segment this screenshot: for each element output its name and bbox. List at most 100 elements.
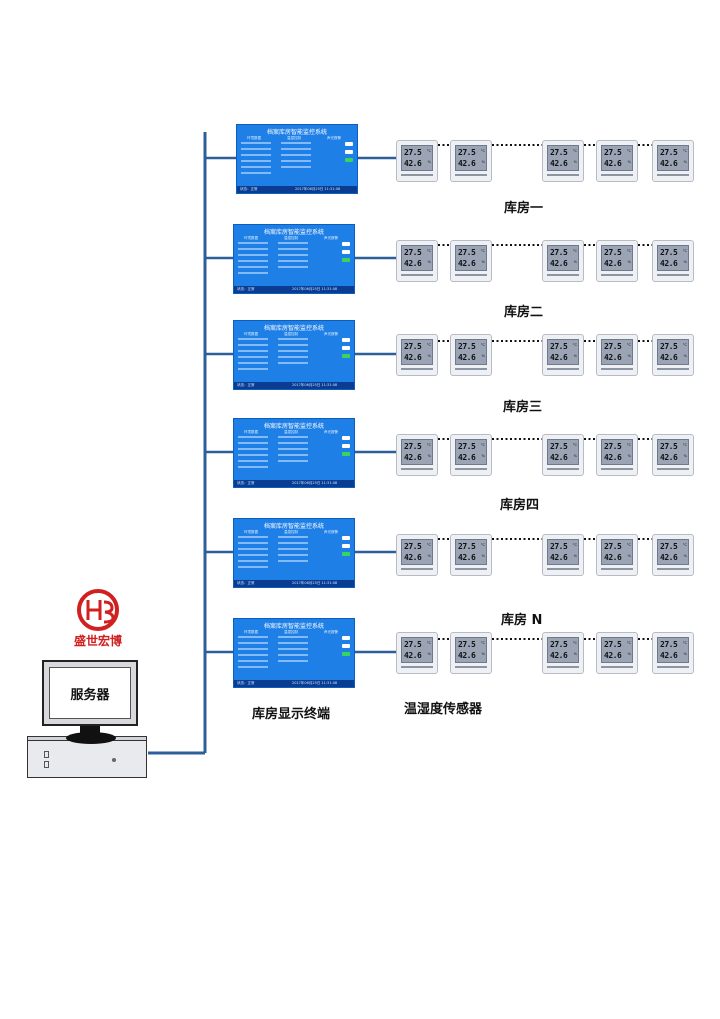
sensor-temp-value: 27.5 [458, 640, 476, 649]
sensor-temp-unit: °C [626, 443, 631, 447]
sensor-humi-unit: % [683, 260, 687, 264]
sensor-temp-unit: °C [682, 543, 687, 547]
alarm-indicator [342, 644, 350, 648]
sensor-humi-unit: % [573, 554, 577, 558]
sensor-humi-value: 42.6 [550, 453, 568, 462]
terminals-caption: 库房显示终端 [252, 707, 331, 722]
sensor-temp-unit: °C [426, 149, 431, 153]
storage-room-label: 库房四 [500, 498, 540, 513]
sensor-temp-unit: °C [480, 443, 485, 447]
sensor-humi-value: 42.6 [604, 651, 622, 660]
terminal-temp-rows [278, 338, 308, 368]
terminal-col-env: 环境数据 [244, 630, 258, 634]
sensor-humi-value: 42.6 [550, 651, 568, 660]
alarm-indicator [342, 346, 350, 350]
sensor-humi-unit: % [627, 652, 631, 656]
sensor-temp-value: 27.5 [458, 542, 476, 551]
sensor-temp-value: 27.5 [660, 542, 678, 551]
terminal-col-alarm: 声光报警 [324, 630, 338, 634]
sensor-temp-value: 27.5 [660, 442, 678, 451]
sensor-humi-value: 42.6 [550, 259, 568, 268]
terminal-col-temp: 温湿控制 [284, 430, 298, 434]
sensor-temp-value: 27.5 [550, 148, 568, 157]
sensor-humi-unit: % [627, 454, 631, 458]
sensor-humi-unit: % [427, 260, 431, 264]
sensor-humi-value: 42.6 [404, 651, 422, 660]
terminal-col-alarm: 声光报警 [324, 530, 338, 534]
sensor-temp-value: 27.5 [404, 640, 422, 649]
terminal-temp-rows [278, 436, 308, 466]
sensor-humi-unit: % [627, 260, 631, 264]
sensor-temp-unit: °C [572, 543, 577, 547]
terminal-col-env: 环境数据 [244, 332, 258, 336]
terminal-temp-rows [278, 536, 308, 566]
alarm-indicator-active [342, 552, 350, 556]
terminal-title: 档案库房智能监控系统 [263, 523, 324, 530]
sensor-humi-unit: % [627, 160, 631, 164]
terminal-env-rows [238, 636, 268, 672]
sensor-temp-value: 27.5 [604, 248, 622, 257]
terminal-title: 档案库房智能监控系统 [263, 325, 324, 332]
terminal-env-rows [238, 242, 268, 278]
monitor-stand-neck [80, 726, 100, 734]
sensor-temp-unit: °C [682, 443, 687, 447]
sensor-temp-value: 27.5 [604, 342, 622, 351]
sensor-humi-value: 42.6 [604, 453, 622, 462]
sensor-humi-unit: % [683, 554, 687, 558]
sensor-humi-unit: % [627, 354, 631, 358]
sensors-caption: 温湿度传感器 [404, 702, 483, 717]
storage-room-label: 库房一 [504, 201, 544, 216]
sensor-humi-unit: % [427, 652, 431, 656]
sensor-temp-value: 27.5 [550, 342, 568, 351]
sensor-temp-value: 27.5 [404, 248, 422, 257]
terminal-col-env: 环境数据 [244, 430, 258, 434]
sensor-humi-value: 42.6 [550, 353, 568, 362]
sensor-humi-unit: % [683, 652, 687, 656]
storage-room-label: 库房三 [503, 400, 543, 415]
alarm-indicator-active [342, 258, 350, 262]
terminal-col-env: 环境数据 [244, 236, 258, 240]
alarm-indicator-active [342, 354, 350, 358]
terminal-col-temp: 温湿控制 [284, 332, 298, 336]
sensor-humi-unit: % [481, 454, 485, 458]
sensor-temp-value: 27.5 [604, 148, 622, 157]
sensor-humi-value: 42.6 [550, 159, 568, 168]
sensor-temp-value: 27.5 [660, 640, 678, 649]
alarm-indicator-active [342, 452, 350, 456]
alarm-indicator-active [345, 158, 353, 162]
terminal-col-alarm: 声光报警 [327, 136, 341, 140]
company-name: 盛世宏博 [73, 634, 122, 648]
sensor-temp-value: 27.5 [404, 342, 422, 351]
sensor-temp-value: 27.5 [550, 442, 568, 451]
terminal-title: 档案库房智能监控系统 [263, 623, 324, 630]
sensor-temp-unit: °C [626, 343, 631, 347]
terminal-col-temp: 温湿控制 [284, 236, 298, 240]
